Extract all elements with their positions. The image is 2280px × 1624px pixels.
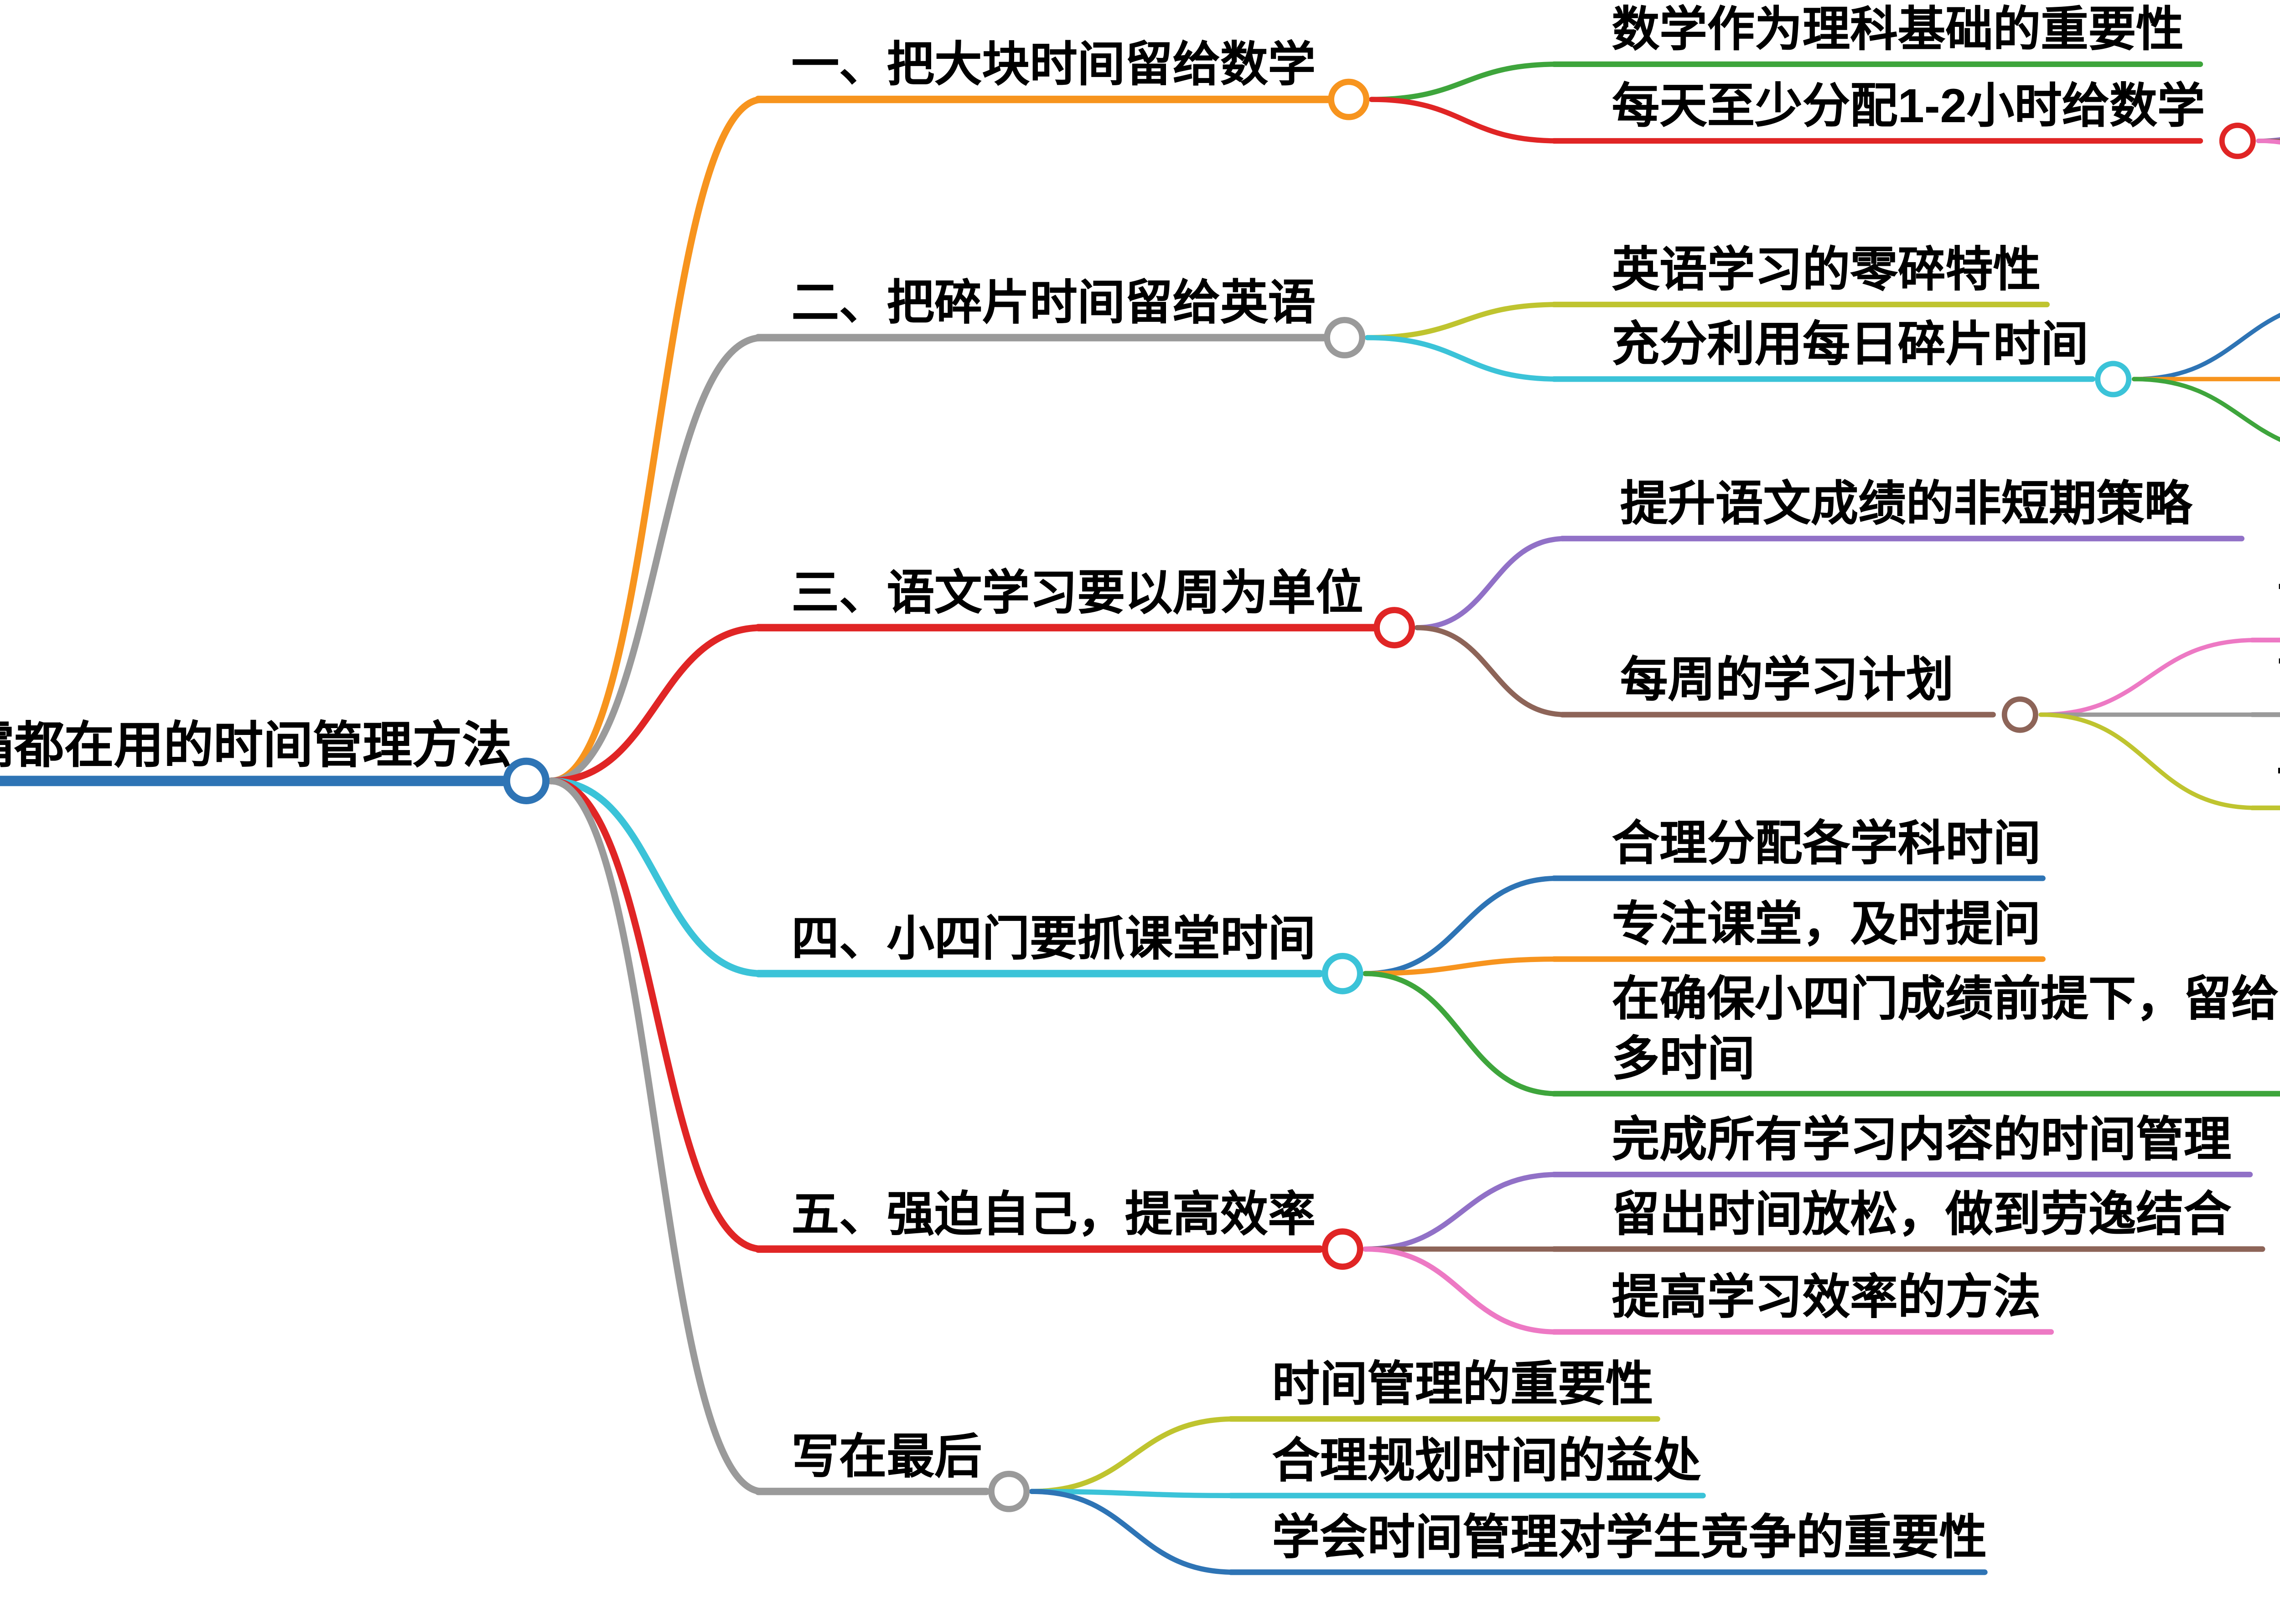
- node-b5-c2[interactable]: 留出时间放松，做到劳逸结合: [1612, 1187, 2232, 1241]
- node-b4-c1[interactable]: 合理分配各学科时间: [1612, 816, 2041, 870]
- node-b5-c3[interactable]: 提高学习效率的方法: [1612, 1270, 2041, 1324]
- node-branch-2[interactable]: 二、把碎片时间留给英语: [791, 275, 1316, 330]
- node-b3-c2-g2[interactable]: 两篇文言文阅读: [2248, 651, 2280, 711]
- node-root[interactable]: 霸都在用的时间管理方法: [0, 719, 512, 775]
- node-branch-3[interactable]: 三、语文学习要以周为单位: [791, 565, 1363, 620]
- node-b6-c3[interactable]: 学会时间管理对学生竞争的重要性: [1272, 1510, 1987, 1564]
- node-b2-c1[interactable]: 英语学习的零碎特性: [1612, 242, 2041, 296]
- node-b3-c1[interactable]: 提升语文成绩的非短期策略: [1620, 476, 2192, 531]
- node-b6-c2[interactable]: 合理规划时间的益处: [1272, 1433, 1701, 1488]
- node-b3-c2[interactable]: 每周的学习计划: [1620, 652, 1954, 707]
- node-b3-c2-g3[interactable]: 一篇优秀作文范文阅读: [2248, 744, 2280, 804]
- node-branch-6[interactable]: 写在最后: [791, 1429, 982, 1484]
- node-b5-c1[interactable]: 完成所有学习内容的时间管理: [1612, 1112, 2232, 1166]
- node-b6-c1[interactable]: 时间管理的重要性: [1272, 1356, 1653, 1411]
- node-branch-5[interactable]: 五、强迫自己，提高效率: [791, 1187, 1316, 1241]
- node-b4-c3[interactable]: 在确保小四门成绩前提下，留给语数英更多时间: [1612, 971, 2280, 1086]
- node-b1-c1[interactable]: 数学作为理科基础的重要性: [1612, 2, 2184, 56]
- node-b3-c2-g1[interactable]: 两篇现代文阅读: [2248, 576, 2280, 636]
- node-branch-4[interactable]: 四、小四门要抓课堂时间: [791, 911, 1316, 966]
- node-branch-1[interactable]: 一、把大块时间留给数学: [791, 37, 1316, 91]
- node-b1-c2[interactable]: 每天至少分配1-2小时给数学: [1612, 78, 2205, 133]
- node-b4-c2[interactable]: 专注课堂，及时提问: [1612, 897, 2041, 951]
- node-b2-c2[interactable]: 充分利用每日碎片时间: [1612, 317, 2088, 371]
